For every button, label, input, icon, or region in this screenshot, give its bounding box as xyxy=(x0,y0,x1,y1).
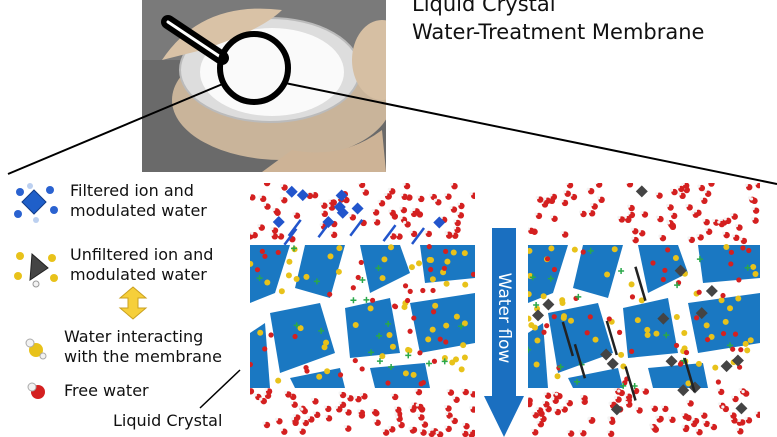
title-line-1: Liquid Crystal xyxy=(412,0,556,16)
legend-filtered-line2: modulated water xyxy=(70,201,207,220)
legend-free-water: Free water xyxy=(64,381,149,400)
water-flow-arrow xyxy=(484,228,524,437)
magnifier-lens xyxy=(217,31,291,105)
title-line-2: Water-Treatment Membrane xyxy=(412,20,705,44)
legend-unfiltered-line2: modulated water xyxy=(70,265,207,284)
membrane-panel-unfiltered xyxy=(528,183,760,437)
legend-interacting-line2: with the membrane xyxy=(64,347,222,366)
free-water-icon xyxy=(27,382,45,399)
filtered-ion-icon xyxy=(14,183,58,223)
liquid-crystal-label: Liquid Crystal xyxy=(113,411,223,430)
exchange-arrow-icon xyxy=(118,286,148,320)
lc-pointer-line xyxy=(199,369,241,409)
legend-interacting-line1: Water interacting xyxy=(64,327,204,346)
zoom-line-left xyxy=(7,82,226,175)
legend-unfiltered-line1: Unfiltered ion and xyxy=(70,245,214,264)
water-flow-label: Water flow xyxy=(494,272,514,364)
membrane-photo xyxy=(142,0,386,172)
interacting-water-icon xyxy=(25,338,47,360)
membrane-band xyxy=(250,245,475,388)
membrane-panel-filtered xyxy=(250,183,475,437)
unfiltered-ion-icon xyxy=(14,252,58,288)
legend-filtered-line1: Filtered ion and xyxy=(70,181,194,200)
membrane-band xyxy=(528,245,760,388)
zoom-line-right xyxy=(284,82,777,185)
